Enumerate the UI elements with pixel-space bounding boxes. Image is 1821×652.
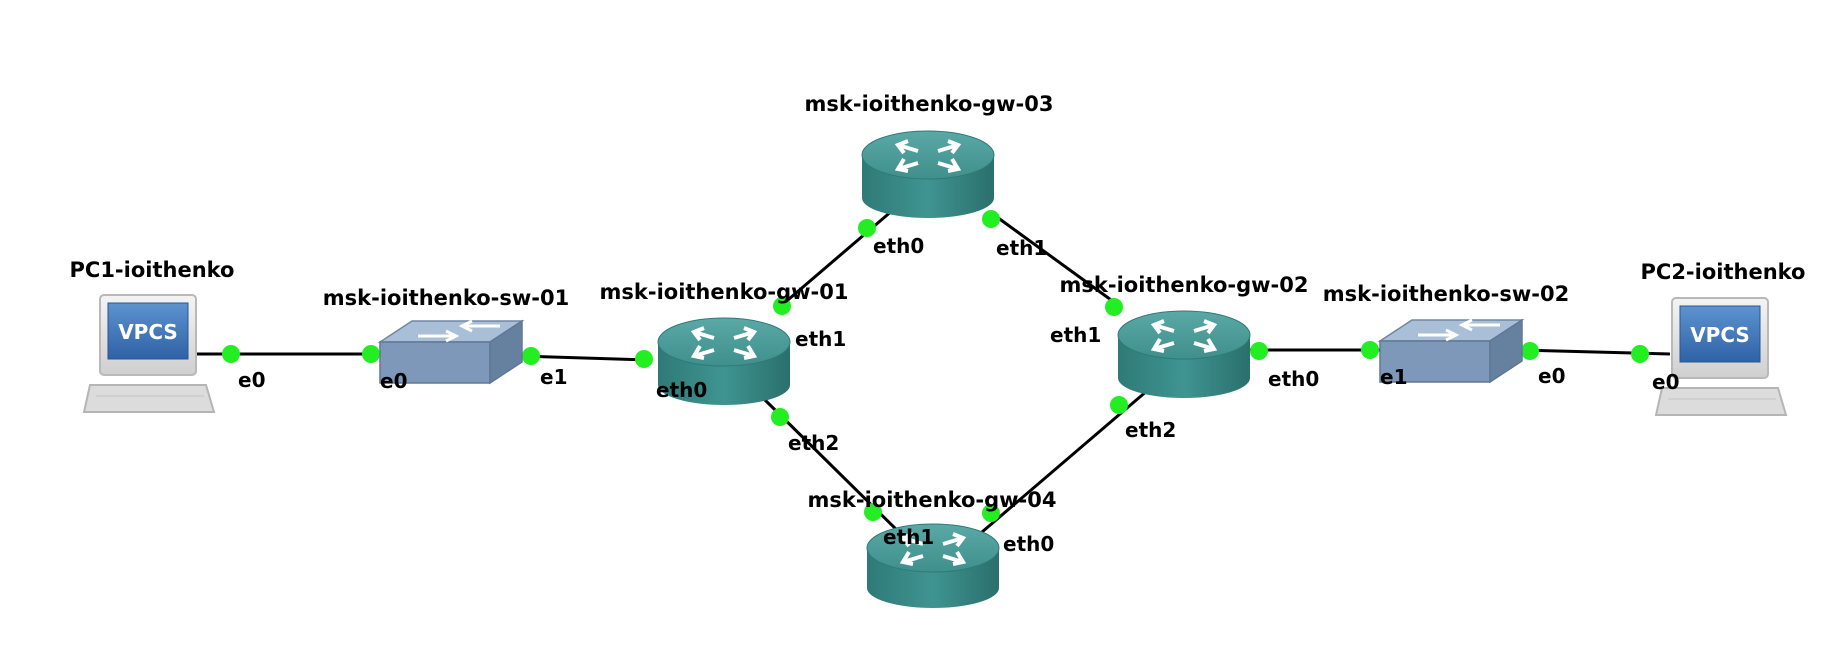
port-label-sw01-e1: e1 — [540, 365, 567, 389]
port-label-gw02-eth0: eth0 — [1268, 367, 1319, 391]
sw02-label: msk-ioithenko-sw-02 — [1323, 282, 1569, 306]
port-label-sw02-e0: e0 — [1538, 364, 1565, 388]
sw01-node[interactable]: msk-ioithenko-sw-01 — [323, 286, 569, 385]
sw02-node[interactable]: msk-ioithenko-sw-02 — [1323, 282, 1569, 384]
port-indicators — [222, 210, 1649, 522]
gw01-node[interactable]: msk-ioithenko-gw-01 — [600, 280, 849, 405]
gw02-node[interactable]: msk-ioithenko-gw-02 — [1060, 273, 1309, 398]
gw04-label: msk-ioithenko-gw-04 — [808, 488, 1057, 512]
port-dot-gw04-eth0[interactable] — [982, 504, 1000, 522]
vpcs-computer-icon: VPCS — [1654, 297, 1788, 416]
port-dot-sw01-e0[interactable] — [362, 345, 380, 363]
port-dot-gw02-eth1[interactable] — [1105, 298, 1123, 316]
router-icon — [657, 317, 791, 405]
pc1-screen-text: VPCS — [118, 320, 178, 344]
port-dot-gw01-eth1[interactable] — [773, 297, 791, 315]
port-dot-sw02-e1[interactable] — [1361, 341, 1379, 359]
port-label-gw04-eth0: eth0 — [1003, 532, 1054, 556]
port-dot-sw02-e0[interactable] — [1521, 342, 1539, 360]
port-dot-gw01-eth2[interactable] — [771, 408, 789, 426]
port-label-sw01-e0: e0 — [380, 369, 407, 393]
port-dot-pc2-e0[interactable] — [1631, 345, 1649, 363]
port-label-gw04-eth1: eth1 — [883, 525, 934, 549]
ethernet-switch-icon — [377, 319, 525, 385]
pc2-label: PC2-ioithenko — [1641, 260, 1806, 284]
port-label-gw02-eth1: eth1 — [1050, 323, 1101, 347]
gw04-node[interactable]: msk-ioithenko-gw-04 — [808, 488, 1057, 608]
gw03-node[interactable]: msk-ioithenko-gw-03 — [805, 92, 1054, 218]
port-label-gw01-eth0: eth0 — [656, 378, 707, 402]
port-label-gw01-eth1: eth1 — [795, 327, 846, 351]
gw01-label: msk-ioithenko-gw-01 — [600, 280, 849, 304]
links — [195, 208, 1671, 540]
port-dot-gw01-eth0[interactable] — [635, 350, 653, 368]
pc1-label: PC1-ioithenko — [70, 258, 235, 282]
port-label-pc2-e0: e0 — [1652, 370, 1679, 394]
port-dot-pc1-e0[interactable] — [222, 345, 240, 363]
router-icon — [1117, 310, 1251, 398]
router-icon — [861, 130, 995, 218]
pc2-screen-text: VPCS — [1690, 323, 1750, 347]
port-label-gw01-eth2: eth2 — [788, 431, 839, 455]
pc1-node[interactable]: VPCS PC1-ioithenko — [70, 258, 235, 413]
port-label-gw02-eth2: eth2 — [1125, 418, 1176, 442]
port-dot-sw01-e1[interactable] — [522, 347, 540, 365]
port-label-gw03-eth0: eth0 — [873, 234, 924, 258]
link-gw03-gw02[interactable] — [989, 210, 1119, 307]
link-sw01-gw01[interactable] — [519, 354, 651, 362]
port-labels: e0 e0 e1 eth0 eth1 eth2 eth0 eth1 eth1 e… — [238, 234, 1679, 556]
sw01-label: msk-ioithenko-sw-01 — [323, 286, 569, 310]
vpcs-computer-icon: VPCS — [82, 294, 216, 413]
router-icon — [866, 523, 1000, 608]
ethernet-switch-icon — [1377, 318, 1525, 384]
port-dot-gw02-eth2[interactable] — [1110, 396, 1128, 414]
pc2-node[interactable]: VPCS PC2-ioithenko — [1641, 260, 1806, 416]
gw02-label: msk-ioithenko-gw-02 — [1060, 273, 1309, 297]
port-dot-gw03-eth0[interactable] — [858, 219, 876, 237]
port-dot-gw04-eth1[interactable] — [864, 503, 882, 521]
port-dot-gw03-eth1[interactable] — [982, 210, 1000, 228]
link-gw04-gw02[interactable] — [974, 388, 1149, 540]
gw03-label: msk-ioithenko-gw-03 — [805, 92, 1054, 116]
port-label-pc1-e0: e0 — [238, 368, 265, 392]
port-dot-gw02-eth0[interactable] — [1250, 342, 1268, 360]
port-label-sw02-e1: e1 — [1380, 365, 1407, 389]
link-gw01-gw04[interactable] — [763, 398, 907, 540]
port-label-gw03-eth1: eth1 — [996, 236, 1047, 260]
